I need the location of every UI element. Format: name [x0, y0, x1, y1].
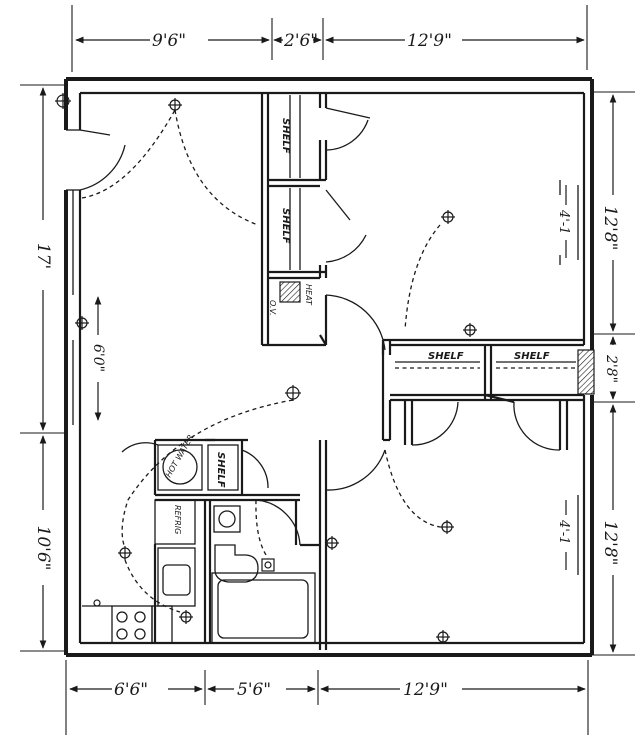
dim-left-lower: 10'6"	[33, 526, 53, 571]
closet-block: SHELF SHELF HEAT O.V.	[260, 93, 371, 347]
dim-bottom-middle: 5'6"	[237, 680, 271, 700]
dimension-top: 9'6" 2'6" 12'9"	[71, 5, 588, 72]
dim-right-upper: 12'8"	[600, 206, 620, 251]
shelf-label-1: SHELF	[280, 118, 291, 154]
exterior-walls	[64, 77, 594, 657]
shelf-label-2: SHELF	[280, 208, 291, 244]
dim-bottom-left: 6'6"	[114, 680, 148, 700]
dim-right-middle: 2'8"	[603, 354, 619, 383]
bedroom-partition: SHELF SHELF	[381, 338, 595, 451]
heat-label: HEAT	[304, 284, 313, 306]
refrigerator-label: REFRIG	[173, 505, 182, 534]
lavatory	[213, 505, 241, 533]
dim-left-upper: 17'	[33, 243, 53, 269]
bathtub	[211, 572, 316, 644]
heat-unit	[279, 281, 301, 303]
chimney-block	[577, 349, 595, 395]
electrical-fixtures	[55, 93, 477, 644]
dim-bottom-right: 12'9"	[403, 680, 448, 700]
dim-window-upper: 4'-1	[556, 209, 571, 235]
entry-door	[66, 129, 126, 191]
water-heater	[162, 449, 198, 485]
switch-wiring	[81, 109, 441, 613]
window-dimensions: 4'-1 4'-1	[556, 180, 571, 570]
dim-right-lower: 12'8"	[600, 521, 620, 566]
dim-top-right: 12'9"	[407, 31, 452, 51]
refrigerator	[154, 499, 196, 545]
shelf-label-5: SHELF	[215, 452, 226, 488]
toilet	[214, 544, 259, 583]
dimension-bottom: 6'6" 5'6" 12'9"	[65, 660, 589, 735]
kitchen-bath-block: HOT WATER SHELF REFRIG	[82, 433, 320, 644]
shelf-label-3: SHELF	[428, 351, 464, 362]
dimension-right: 12'8" 2'8" 12'8"	[590, 91, 635, 656]
dimension-left: 17' 10'6" 6'0"	[20, 84, 106, 652]
dim-top-middle: 2'6"	[283, 31, 318, 51]
dim-window-lower: 4'-1	[556, 519, 571, 545]
ov-label: O.V.	[268, 300, 277, 316]
dim-left-window: 6'0"	[90, 344, 106, 372]
dim-top-left: 9'6"	[152, 31, 186, 51]
kitchen-sink	[162, 564, 191, 596]
shelf-label-4: SHELF	[514, 351, 550, 362]
bedroom-doors	[318, 294, 392, 650]
